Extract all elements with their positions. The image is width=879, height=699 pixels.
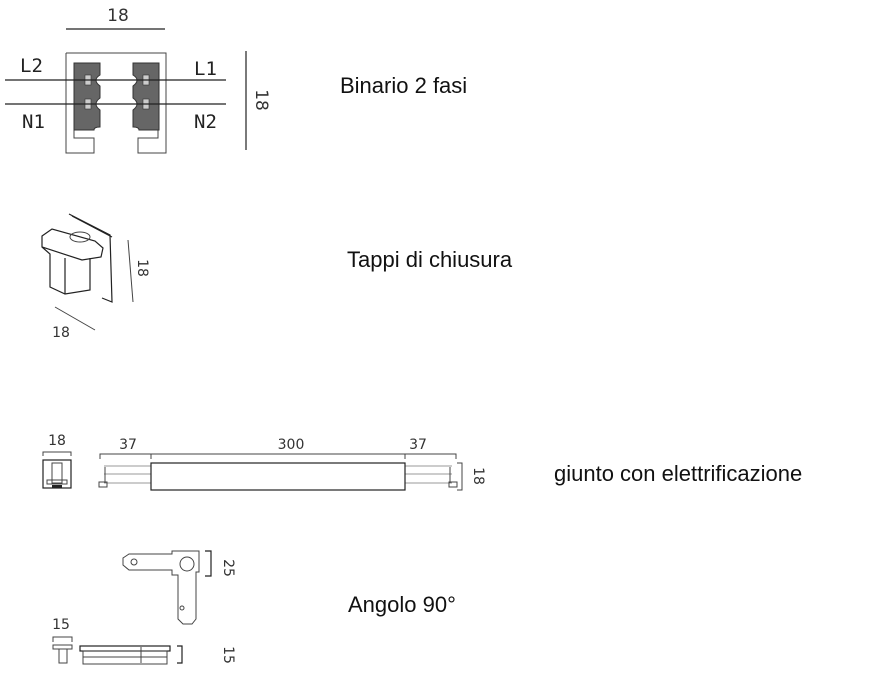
- corner-top-height-dim: 25: [220, 559, 236, 577]
- phase-label-l2: L2: [20, 55, 43, 77]
- neutral-label-n2: N2: [194, 111, 217, 133]
- section-title-tappi: Tappi di chiusura: [347, 247, 513, 272]
- corner-section-width-dim: 15: [52, 617, 70, 633]
- rail-height-dim: 18: [251, 89, 271, 111]
- rail-width-dim: 18: [107, 6, 129, 26]
- joint-left-dim: 37: [119, 437, 137, 453]
- phase-label-l1: L1: [194, 58, 217, 80]
- section-title-giunto: giunto con elettrificazione: [554, 461, 802, 486]
- section-title-angolo: Angolo 90°: [348, 592, 456, 617]
- corner-bottom-height-dim: 15: [220, 646, 236, 664]
- joint-section-width-dim: 18: [48, 433, 66, 449]
- section-title-binario: Binario 2 fasi: [340, 73, 467, 98]
- joint-drawing: 18 37 300 37 18: [42, 433, 486, 491]
- joint-right-dim: 37: [409, 437, 427, 453]
- end-cap-depth-dim: 18: [52, 325, 70, 341]
- end-cap-height-dim: 18: [134, 259, 150, 277]
- end-cap-drawing: 18 18: [41, 213, 150, 341]
- joint-height-dim: 18: [470, 467, 486, 485]
- neutral-label-n1: N1: [22, 111, 45, 133]
- joint-center-dim: 300: [278, 437, 305, 453]
- corner-joint-drawing: 25 15 15: [52, 550, 236, 665]
- rail-section-drawing: 18 L2 L1 N1 N2 18: [5, 6, 271, 154]
